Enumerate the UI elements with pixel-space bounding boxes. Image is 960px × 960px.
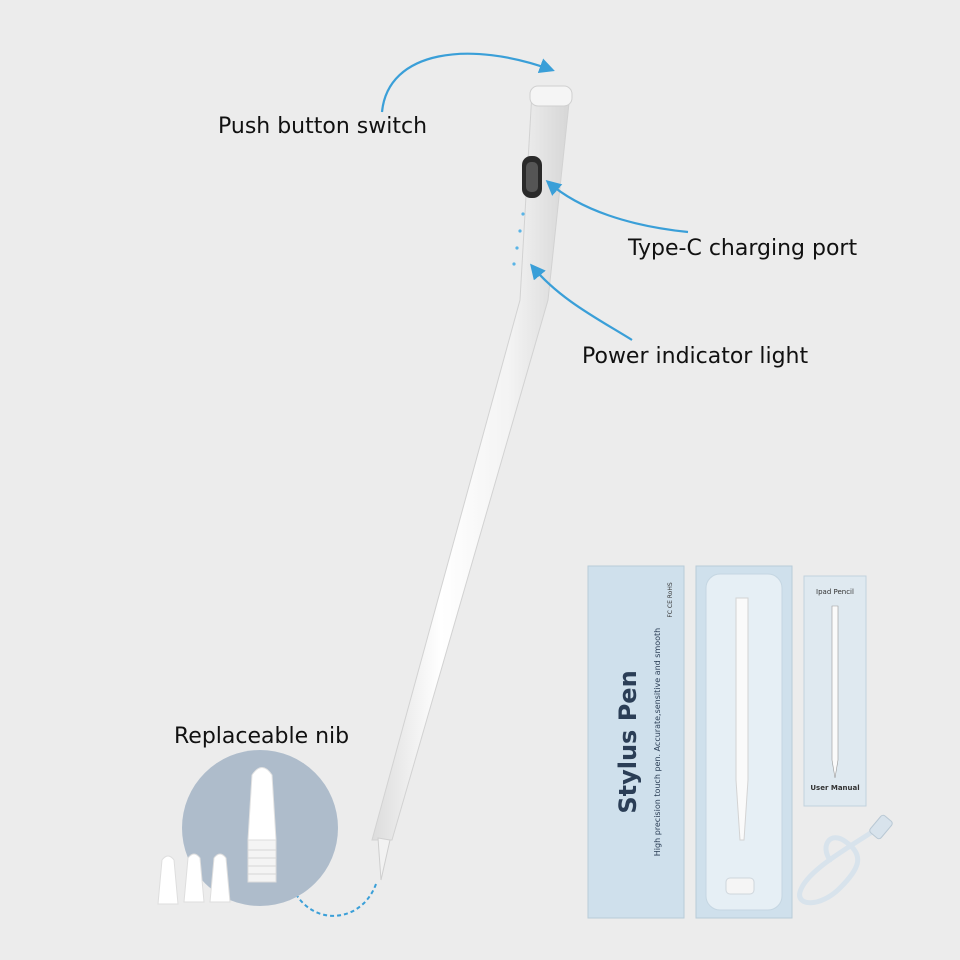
spare-nib [157,855,179,905]
indicator-light [521,212,525,216]
nib-display [157,750,338,906]
arrow-push-button [380,52,555,113]
arrow-charging-port [545,179,689,234]
manual-footer: User Manual [810,784,859,792]
manual-title: Ipad Pencil [816,588,854,596]
box-marks: FC CE RoHS [667,582,674,618]
nib-label: Replaceable nib [174,724,350,749]
box-title: Stylus Pen [614,670,642,813]
spare-nib [183,853,205,903]
usb-cable [797,825,881,906]
charging-port-label: Type-C charging port [628,236,858,261]
push-button-label: Push button switch [218,114,428,139]
stylus-pen [371,85,573,881]
arrow-power-light [530,263,633,341]
power-light-label: Power indicator light [582,344,809,369]
push-button [529,85,573,107]
boxed-pen [735,597,749,841]
box-tagline: High precision touch pen. Accurate,sensi… [653,628,662,856]
spare-nib [209,853,231,903]
package-box: Stylus Pen High precision touch pen. Acc… [587,565,893,919]
